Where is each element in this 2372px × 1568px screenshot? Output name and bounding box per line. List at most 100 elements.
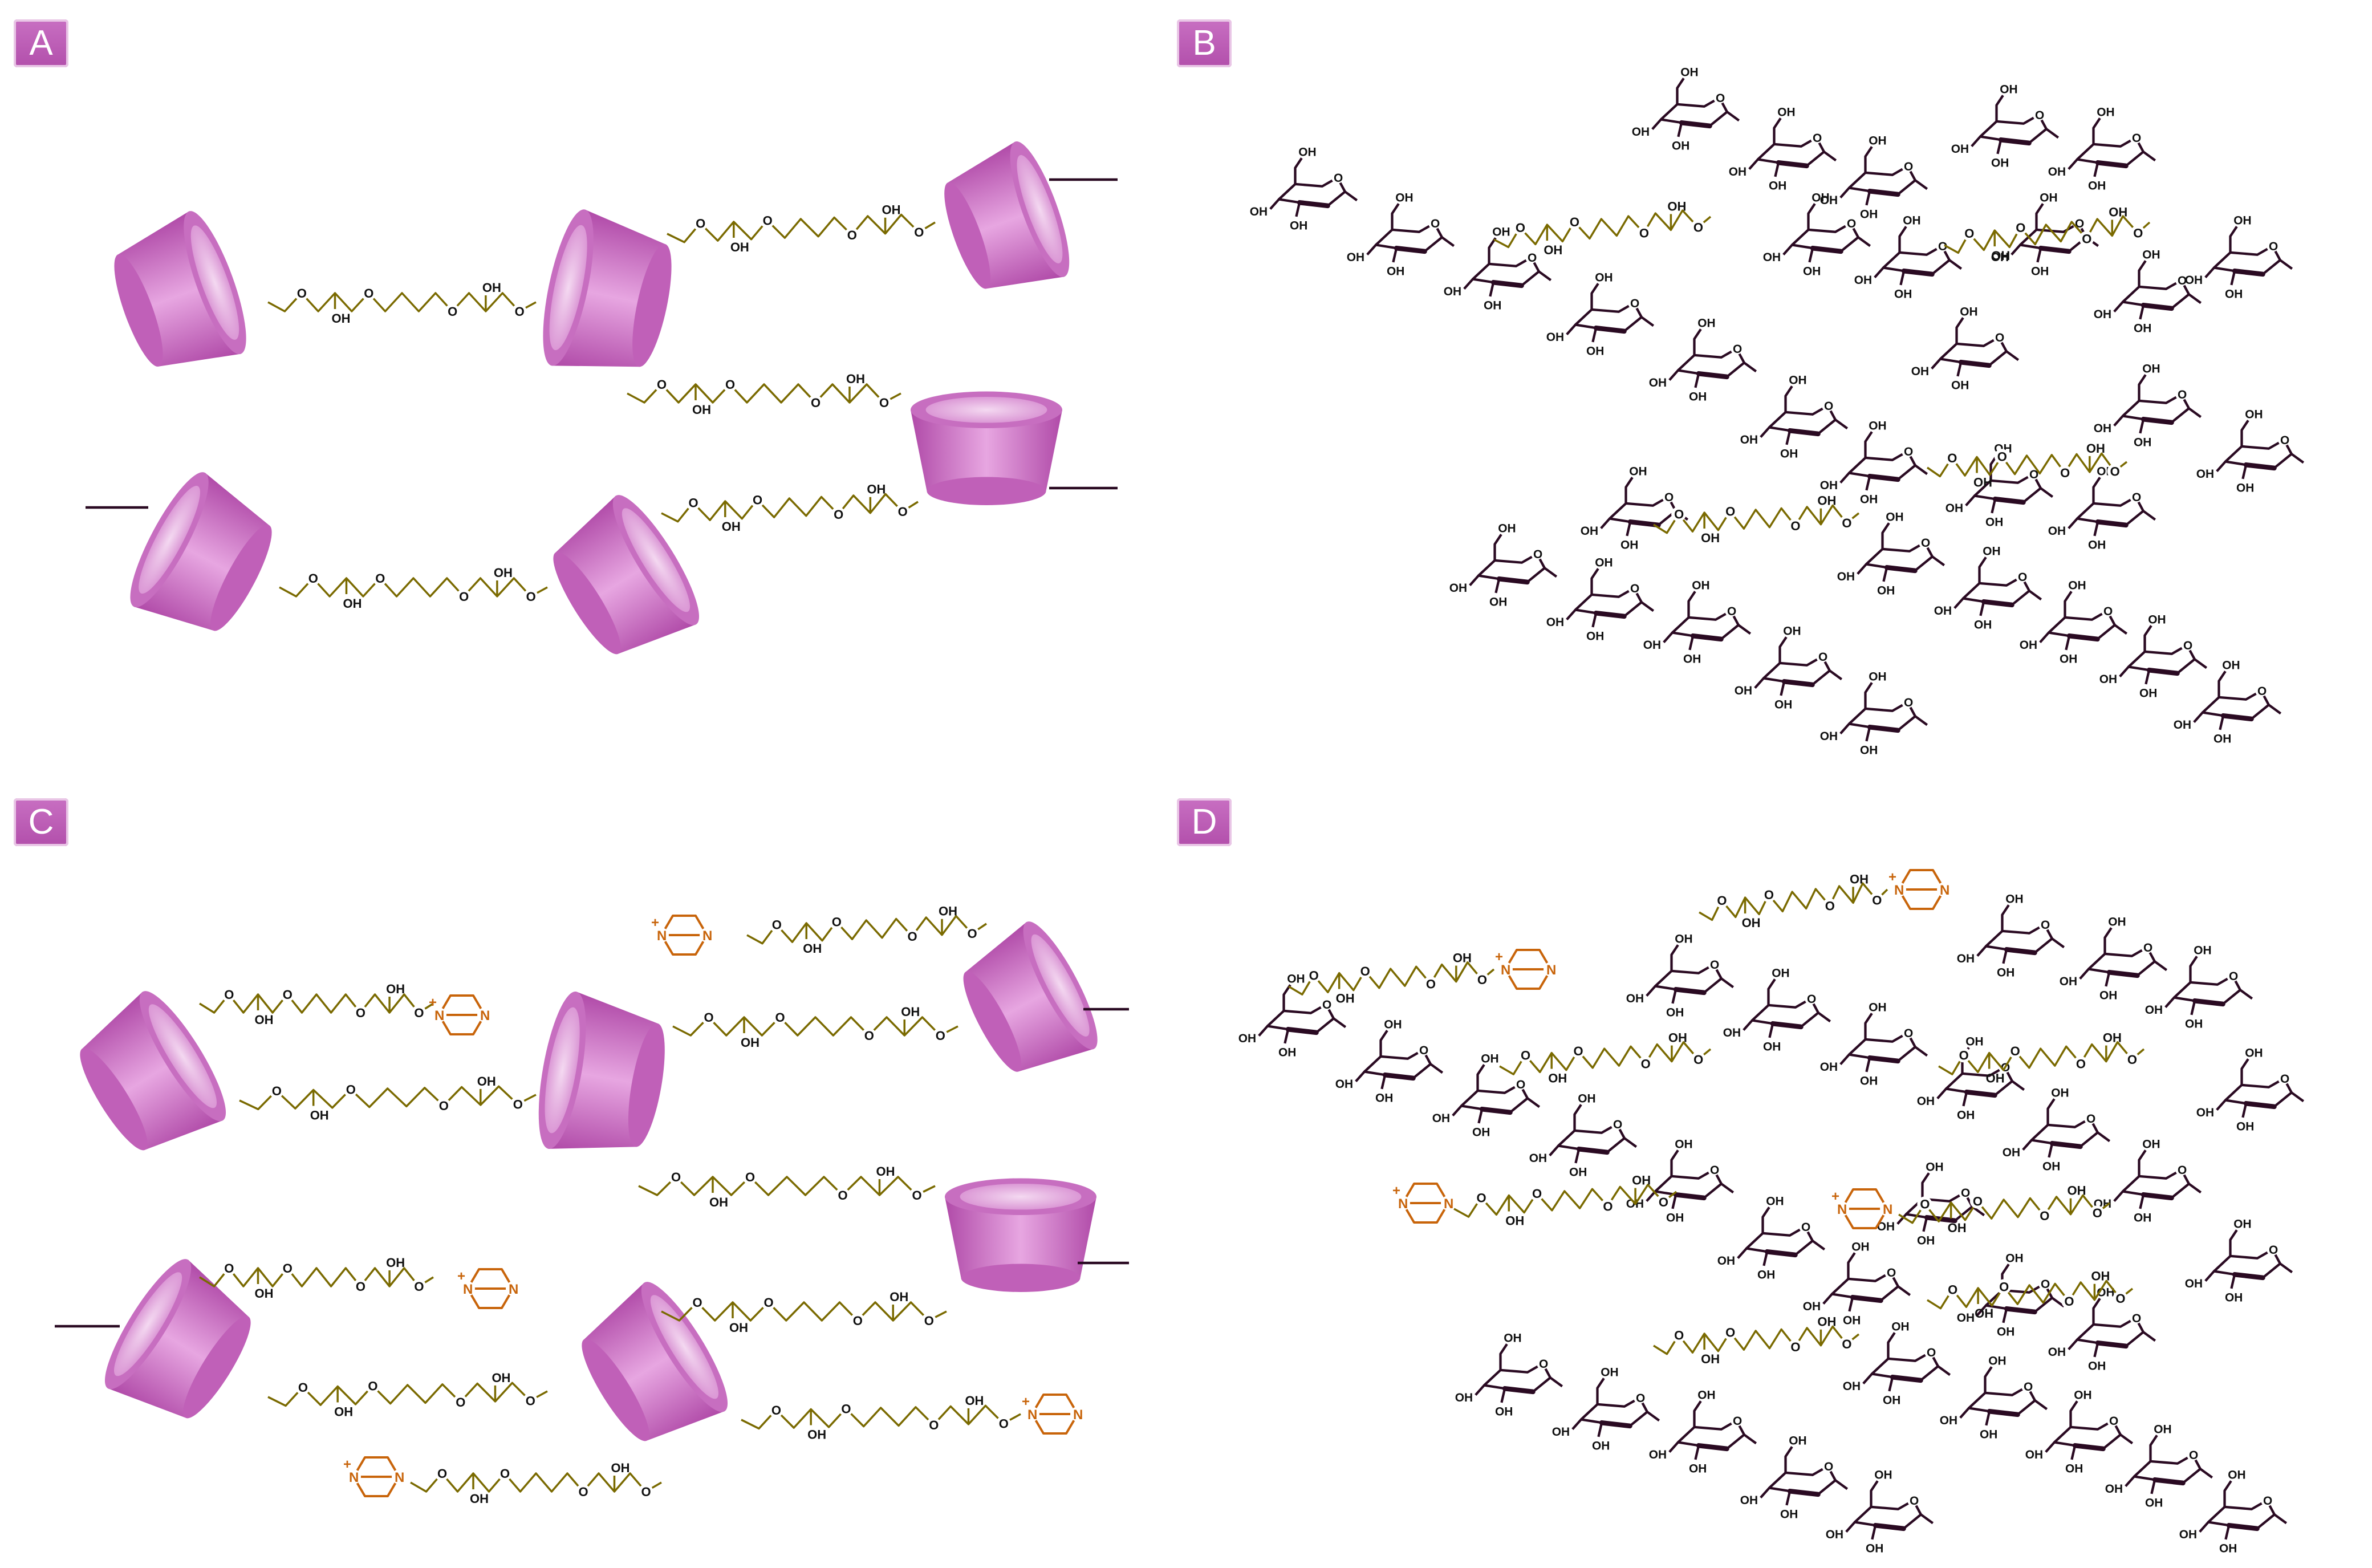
- ring-oxygen: O: [2178, 274, 2187, 287]
- glucose-hydroxyl: OH: [2048, 1346, 2066, 1359]
- linker-hydroxyl: OH: [709, 1195, 728, 1209]
- linker-oxygen: O: [832, 915, 842, 929]
- glucose-hydroxyl: OH: [1860, 208, 1878, 221]
- linker-oxygen: O: [414, 1006, 424, 1020]
- linker-oxygen: O: [1674, 1329, 1684, 1343]
- glucose-hydroxyl: OH: [1789, 1435, 1806, 1448]
- glucose-hydroxyl: OH: [2031, 265, 2049, 278]
- glucose-hydroxyl: OH: [1740, 433, 1758, 446]
- ring-oxygen: O: [2029, 468, 2038, 481]
- glucose-hydroxyl: OH: [1911, 365, 1929, 378]
- ring-oxygen: O: [1904, 1027, 1913, 1040]
- amine-n: N: [480, 1008, 490, 1023]
- glucose-hydroxyl: OH: [2245, 1047, 2263, 1060]
- glucose-hydroxyl: OH: [1432, 1112, 1450, 1125]
- linker-oxygen: O: [1693, 1053, 1703, 1067]
- linker-oxygen: O: [2016, 221, 2025, 235]
- glucose-hydroxyl: OH: [1866, 1542, 1883, 1555]
- panel-b-glucose-network: OHOHOHOOHOHOHOOHOHOHOOHOHOHOOHOHOHOOHOHO…: [1250, 66, 2305, 757]
- amine-n: N: [1940, 883, 1949, 898]
- glucose-hydroxyl: OH: [2134, 322, 2151, 335]
- glucose-hydroxyl: OH: [2005, 893, 2023, 906]
- glucose-hydroxyl: OH: [2134, 436, 2151, 449]
- glucose-hydroxyl: OH: [2097, 106, 2114, 119]
- linker-oxygen: O: [1959, 1048, 1969, 1062]
- glucose-hydroxyl: OH: [2196, 1106, 2214, 1119]
- linker-oxygen: O: [2064, 1294, 2074, 1309]
- linker-oxygen: O: [1659, 1195, 1668, 1209]
- glucose-hydroxyl: OH: [1649, 376, 1667, 389]
- linker-oxygen: O: [308, 571, 318, 586]
- ammonium-n: N: [349, 1470, 359, 1485]
- linker-hydroxyl: OH: [1505, 1214, 1524, 1228]
- linker-hydroxyl: OH: [876, 1164, 895, 1179]
- ring-oxygen: O: [2103, 605, 2113, 618]
- linker-oxygen: O: [864, 1029, 874, 1043]
- linker-oxygen: O: [1947, 451, 1957, 465]
- linker-oxygen: O: [693, 1295, 702, 1310]
- linker-oxygen: O: [356, 1279, 365, 1294]
- linker-hydroxyl: OH: [2103, 1031, 2122, 1045]
- linker-oxygen: O: [879, 396, 889, 410]
- glucose-hydroxyl: OH: [2105, 1482, 2123, 1496]
- glucose-hydroxyl: OH: [1569, 1166, 1587, 1179]
- ring-oxygen: O: [1813, 132, 1822, 145]
- glucose-hydroxyl: OH: [1991, 251, 2009, 264]
- glucose-hydroxyl: OH: [1774, 698, 1792, 712]
- glucose-hydroxyl: OH: [1481, 1053, 1498, 1066]
- linker-hydroxyl: OH: [1667, 199, 1686, 213]
- linker-oxygen: O: [368, 1379, 377, 1393]
- glucose-hydroxyl: OH: [2065, 1463, 2083, 1476]
- panel-label-c: C: [14, 798, 68, 846]
- linker-hydroxyl: OH: [1948, 1221, 1967, 1235]
- ring-oxygen: O: [1818, 651, 1827, 664]
- glucose-hydroxyl: OH: [1991, 157, 2009, 170]
- glucose-hydroxyl: OH: [2060, 653, 2077, 666]
- linker-hydroxyl: OH: [334, 1405, 353, 1419]
- panel-label-b: B: [1177, 19, 1232, 67]
- glucose-hydroxyl: OH: [1960, 306, 1977, 319]
- glucose-hydroxyl: OH: [1504, 1332, 1521, 1345]
- glucose-hydroxyl: OH: [1886, 511, 1903, 524]
- linker-oxygen: O: [2110, 465, 2120, 479]
- linker-oxygen: O: [968, 927, 977, 941]
- glucose-hydroxyl: OH: [2154, 1423, 2171, 1436]
- linker-oxygen: O: [725, 377, 735, 392]
- linker-oxygen: O: [1573, 1044, 1583, 1058]
- linker-oxygen: O: [526, 590, 536, 604]
- linker-hydroxyl: OH: [482, 281, 501, 295]
- ring-oxygen: O: [2143, 941, 2152, 954]
- glucose-hydroxyl: OH: [1769, 180, 1786, 193]
- glucose-hydroxyl: OH: [2074, 1389, 2091, 1402]
- glucose-hydroxyl: OH: [2145, 1497, 2163, 1510]
- ring-oxygen: O: [2178, 388, 2187, 401]
- glucose-hydroxyl: OH: [1675, 933, 1692, 946]
- glucose-hydroxyl: OH: [2236, 1120, 2254, 1134]
- glucose-hydroxyl: OH: [2068, 579, 2086, 592]
- linker-hydroxyl: OH: [386, 1256, 405, 1270]
- glucose-hydroxyl: OH: [1689, 1463, 1707, 1476]
- quaternary-ammonium-cage-icon: N+N: [1495, 949, 1558, 990]
- glucose-hydroxyl: OH: [2174, 718, 2191, 732]
- glucose-hydroxyl: OH: [1683, 653, 1701, 666]
- linker-hydroxyl: OH: [890, 1290, 908, 1304]
- linker-hydroxyl: OH: [611, 1461, 630, 1475]
- glucose-hydroxyl: OH: [1552, 1425, 1570, 1439]
